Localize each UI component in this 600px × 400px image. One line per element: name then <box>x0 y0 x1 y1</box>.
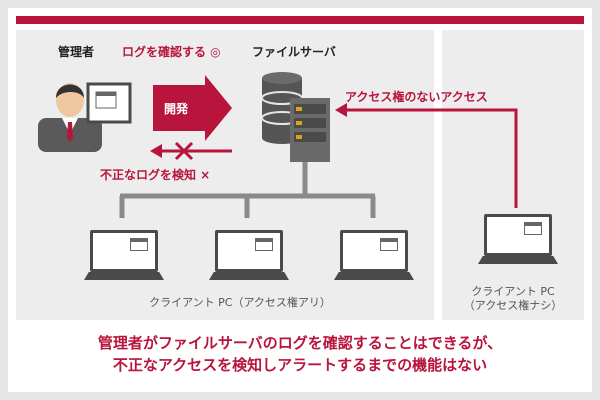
client-no-access-label-line2: （アクセス権ナシ） <box>463 299 563 312</box>
admin-monitor-icon <box>86 82 132 124</box>
window-icon <box>255 238 273 251</box>
clients-with-access-label: クライアント PC（アクセス権アリ） <box>149 296 331 309</box>
window-icon <box>130 238 148 251</box>
admin-person-icon <box>38 83 102 152</box>
open-arrow-icon <box>153 75 232 141</box>
window-icon <box>524 222 542 235</box>
caption-line-1: 管理者がファイルサーバのログを確認することはできるが、 <box>97 334 503 352</box>
file-server-label: ファイルサーバ <box>252 45 336 59</box>
log-check-label: ログを確認する ◎ <box>122 45 221 59</box>
unauthorized-access-label: アクセス権のないアクセス <box>345 90 488 104</box>
caption: 管理者がファイルサーバのログを確認することはできるが、 不正なアクセスを検知しア… <box>16 332 584 376</box>
external-client-panel <box>442 30 584 320</box>
detect-fail-arrowhead <box>150 144 162 158</box>
client-no-access-label-line1: クライアント PC <box>471 285 555 298</box>
open-arrow-label: 開発 <box>164 102 189 116</box>
window-icon <box>380 238 398 251</box>
caption-line-2: 不正なアクセスを検知しアラートするまでの機能はない <box>112 356 488 374</box>
x-mark-icon <box>174 141 194 161</box>
detect-fail-label: 不正なログを検知 × <box>100 168 211 182</box>
unauthorized-arrowhead <box>335 103 347 117</box>
server-rack-icon <box>290 98 330 162</box>
unauthorized-access-path <box>345 108 518 208</box>
admin-label: 管理者 <box>58 45 95 59</box>
accent-bar <box>16 16 584 24</box>
